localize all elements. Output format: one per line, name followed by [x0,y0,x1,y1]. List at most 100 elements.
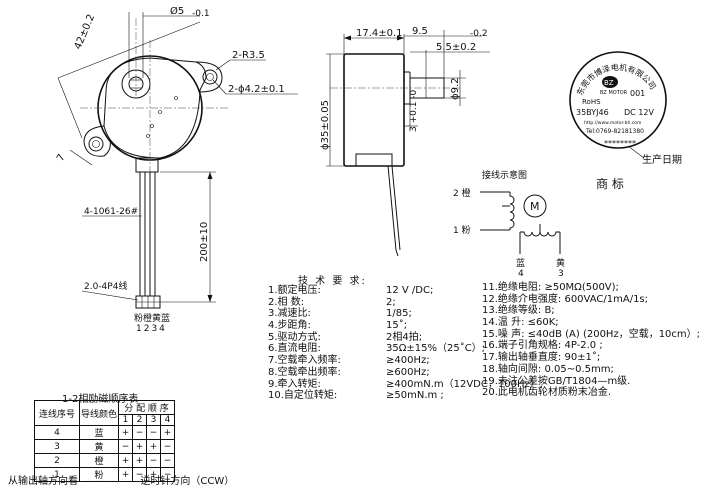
spec-key: 7.空载牵入频率: [268,355,341,367]
trademark-label: 商 标 [596,176,624,191]
spec-key: 3.减速比: [268,308,311,320]
spec-item: 2.相 数:2; [268,297,483,309]
wire-exit-block [135,157,159,173]
spec-item: 18.轴向间隙: 0.05~0.5mm; [482,363,614,375]
spec-value: 12 V /DC; [386,285,434,296]
gearbox-outline [103,57,207,159]
model-text: 35BYJ46 [576,108,609,117]
spec-item: 12.绝缘介电强度: 600VAC/1mA/1s; [482,293,649,305]
spec-item: 3.减速比: 1/85; [268,308,483,320]
wiring-yellow-label: 黄 [556,257,565,269]
dim-shaft-length-tol: -0.2 [470,29,488,39]
wiring-pink-label: 1 粉 [453,224,471,236]
sequence-cell: − [146,453,161,468]
date-label: 生产日期 [642,153,682,166]
from-shaft-text: 从输出轴方向看 [8,476,78,487]
wire-number: 2 [34,453,80,468]
connector-colors: 粉橙黄蓝 [134,312,170,324]
sequence-cell: − [146,425,161,440]
spec-item: 1.额定电压:12 V /DC; [268,285,483,297]
spec-item: 17.输出轴垂直度: 90±1˚; [482,352,601,364]
nameplate-circle [569,51,667,149]
dash-text: ——— [85,476,116,487]
spec-list-left: 1.额定电压:12 V /DC;2.相 数:2;3.减速比: 1/85; 4.步距角… [268,285,543,402]
dim-body-dia-front: 42±0.2 [73,13,98,51]
sequence-cell: + [146,439,161,454]
wire-number: 4 [34,425,80,440]
mounting-ear-right [195,61,223,93]
serial-text: 001 [630,89,645,98]
col-sequence: 分 配 顺 序 [118,400,175,415]
tel-text: Tel:0769-82181380 [585,128,644,135]
wiring-blue-label: 蓝 [516,257,525,269]
spec-list-right: 11.绝缘电阻: ≥50MΩ(500V);12.绝缘介电强度: 600VAC/1… [482,282,712,399]
spec-item: 10.自定位转矩: ≥50mN.m ; [268,390,483,402]
spec-item: 5.驱动方式:2相4拍; [268,332,483,344]
spec-item: 9.牵入转矩:≥400mN.m（12VDC，100Hz）; [268,379,543,391]
spec-item: 13.绝缘等级: B; [482,305,555,317]
sequence-cell: − [132,467,147,482]
wire-color: 蓝 [79,425,119,440]
direction-text: 逆时针方向（CCW） [140,476,235,487]
svg-text:7: 7 [55,152,68,163]
sequence-cell: + [132,439,147,454]
spec-key: 10.自定位转矩: [268,390,338,402]
wire-color: 黄 [79,439,119,454]
step-header: 1 [118,414,133,426]
voltage-text: DC 12V [624,108,654,117]
spec-value: ≥600Hz; [386,366,430,378]
mounting-ear-left [83,125,111,157]
sequence-cell: + [132,453,147,468]
stars-text: ******** [604,139,636,148]
wiring-orange-label: 2 橙 [453,187,471,199]
rotation-note: 从输出轴方向看 ——— 逆时针方向（CCW） [8,472,234,487]
spec-item: 8.空载牵出频率: ≥600Hz; [268,367,483,379]
spec-key: 4.步距角: [268,320,311,332]
spec-item: 11.绝缘电阻: ≥50MΩ(500V); [482,282,619,293]
spec-value: ≥400Hz; [386,355,430,367]
wire-number: 1 [34,467,80,482]
dim-ear-radius: 2-R3.5 [232,50,265,61]
dim-shaft-flat: 5.5±0.2 [436,42,476,53]
step-header: 4 [160,414,175,426]
motor-symbol: M [530,200,540,213]
sequence-cell: + [118,453,133,468]
logo-text: BZ MOTOR [600,90,628,96]
wiring-yellow-num: 3 [558,269,564,279]
spec-value: ≥50mN.m ; [386,390,444,402]
wire-spec: 4-1061-26# [84,207,138,217]
sequence-cell: − [160,467,175,482]
connector-spec: 2.0-4P4线 [84,280,127,292]
wire-color: 橙 [79,453,119,468]
dim-shaft-tol: -0.1 [192,9,210,19]
side-view: 17.4±0.1 9.5 -0.2 5.5±0.2 ϕ35±0.05 ϕ9.2 … [320,26,490,257]
nameplate: 东莞市博泽电机有限公司 BZ BZ MOTOR RoHS 001 35BYJ46… [569,51,682,191]
spec-value: 1/85; [386,308,412,320]
spec-item: 7.空载牵入频率: ≥400Hz; [268,355,483,367]
sequence-cell: − [118,439,133,454]
dim-overall-length: 17.4±0.1 [356,28,403,39]
spec-value: 35Ω±15%（25˚C）; [386,343,486,355]
dim-side-body-dia: ϕ35±0.05 [320,100,331,150]
spec-title: 技 术 要 求: [298,276,367,287]
spec-key: 8.空载牵出频率: [268,366,341,378]
lead-wires [139,172,156,296]
wiring-title: 接线示意图 [482,169,527,181]
sequence-cell: − [160,439,175,454]
dim-shaft-length: 9.5 [412,26,428,37]
spec-item: 6.直流电阻:35Ω±15%（25˚C）; [268,343,486,355]
dim-step: 3 +0.1 -0 [409,89,419,132]
wiring-diagram: 接线示意图 2 橙 1 粉 M 蓝 4 黄 3 [453,169,565,279]
spec-value: 2相4拍; [386,331,423,343]
spec-value: 2; [386,296,396,308]
sequence-cell: + [160,425,175,440]
spec-item: 19.未注公差按GB/T1804—m级. [482,375,631,387]
spec-value: 15˚; [386,320,408,332]
spec-item: 15.噪 声: ≤40dB (A) (200Hz，空载，10cm）; [482,328,701,340]
sequence-cell: − [160,453,175,468]
